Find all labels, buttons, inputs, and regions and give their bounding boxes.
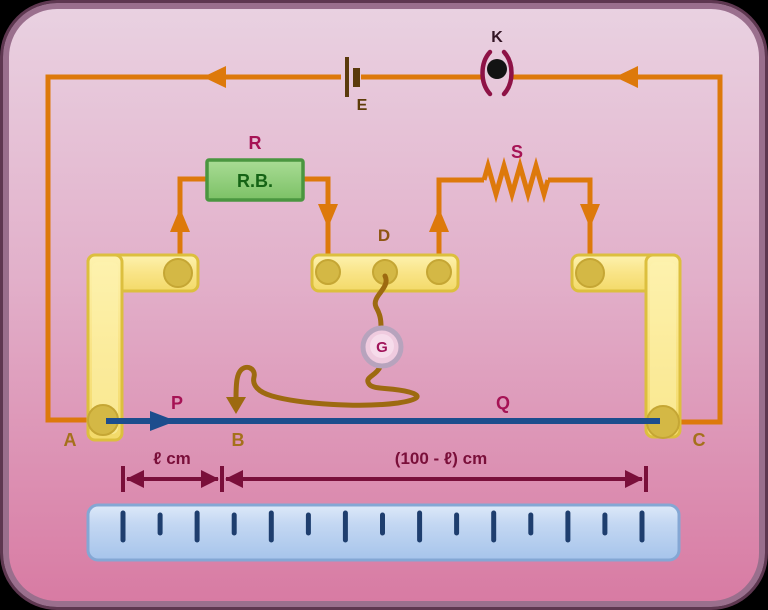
label-right-span: (100 - ℓ) cm bbox=[395, 449, 487, 468]
terminal-left-top bbox=[163, 258, 193, 288]
ruler-ticks bbox=[120, 510, 645, 543]
galvanometer-branch bbox=[226, 273, 420, 414]
current-arrow-s-right bbox=[580, 204, 600, 228]
label-a: A bbox=[64, 430, 77, 450]
label-s: S bbox=[511, 142, 523, 162]
current-arrow-s-left bbox=[429, 208, 449, 232]
resistance-box bbox=[205, 158, 305, 202]
resistor-icon bbox=[481, 156, 551, 204]
current-arrow-top-right bbox=[615, 66, 638, 88]
label-d: D bbox=[378, 226, 390, 245]
key-icon bbox=[480, 49, 514, 97]
jockey-arrow bbox=[226, 397, 246, 414]
galvanometer-lead-top bbox=[372, 273, 389, 330]
galvanometer-icon bbox=[360, 325, 404, 369]
battery-icon bbox=[345, 57, 360, 97]
current-arrow-rb-right bbox=[318, 204, 338, 228]
label-c: C bbox=[693, 430, 706, 450]
label-b: B bbox=[232, 430, 245, 450]
current-arrow-rb-left bbox=[170, 208, 190, 232]
strip-terminals bbox=[87, 258, 680, 439]
copper-strip-left bbox=[86, 253, 200, 442]
main-circuit-wire bbox=[45, 66, 723, 425]
terminal-mid-left bbox=[315, 259, 341, 285]
terminal-mid-right bbox=[426, 259, 452, 285]
label-rb: R.B. bbox=[237, 171, 273, 191]
jockey-wire bbox=[233, 364, 420, 408]
current-arrow-bridge bbox=[150, 411, 176, 431]
span-arrows bbox=[121, 466, 648, 492]
terminal-right-top bbox=[575, 258, 605, 288]
label-key: K bbox=[491, 29, 503, 46]
label-resistance: R bbox=[249, 133, 262, 153]
resistance-box-branch bbox=[170, 158, 338, 260]
label-battery: E bbox=[357, 97, 368, 114]
bridge-wire bbox=[106, 411, 660, 431]
current-arrow-top-left bbox=[203, 66, 226, 88]
label-left-span: ℓ cm bbox=[153, 449, 191, 468]
metre-scale bbox=[86, 503, 681, 562]
label-q: Q bbox=[496, 393, 510, 413]
resistor-s-branch bbox=[429, 156, 600, 260]
label-p: P bbox=[171, 393, 183, 413]
label-g: G bbox=[376, 339, 388, 356]
